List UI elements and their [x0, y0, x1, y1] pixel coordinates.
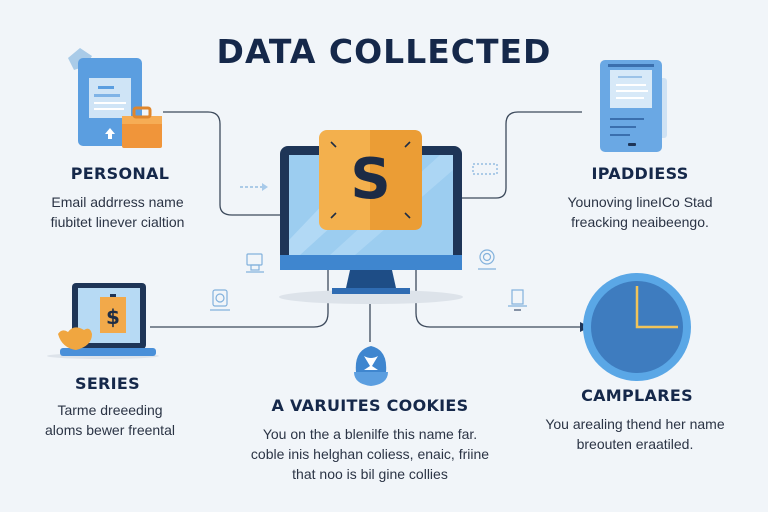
description-line: You on the a blenilfe this name far. [262, 426, 478, 442]
connector-personal [163, 111, 282, 216]
description-line: fiubitet linever cialtion [50, 214, 185, 230]
node-label: A VARUITES COOKIES [271, 396, 469, 415]
node-label: SERIES [75, 374, 140, 393]
center-glyph: S [350, 147, 391, 212]
node-description: Tarme dreeeding aloms bewer freental [15, 400, 205, 440]
node-description: You on the a blenilfe this name far. cob… [240, 424, 500, 484]
node-description: Younoving lineICo Stad freacking neaibee… [540, 192, 740, 232]
node-description: Email addrress name fiubitet linever cia… [10, 192, 225, 232]
description-line: that noo is bil gine collies [292, 466, 448, 482]
connector-series [150, 270, 329, 328]
svg-text:$: $ [106, 305, 120, 329]
description-line: You arealing thend her name [545, 416, 725, 432]
page-title: DATA COLLECTED [216, 32, 552, 71]
description-line: Email addrress name [51, 194, 184, 210]
description-line: freacking neaibeengo. [571, 214, 709, 230]
connector-camplares [415, 270, 582, 328]
description-line: aloms bewer freental [45, 422, 175, 438]
connector-ipaddress [462, 111, 582, 199]
node-description: You arealing thend her name breouten era… [535, 414, 735, 454]
description-line: Tarme dreeeding [57, 402, 163, 418]
description-line: breouten eraatiled. [576, 436, 694, 452]
description-line: coble inis helghan coliess, enaic, friin… [250, 446, 490, 462]
description-line: Younoving lineICo Stad [567, 194, 713, 210]
node-label: CAMPLARES [581, 386, 693, 405]
node-label: IPADDIESS [591, 164, 689, 183]
node-label: PERSONAL [70, 164, 170, 183]
